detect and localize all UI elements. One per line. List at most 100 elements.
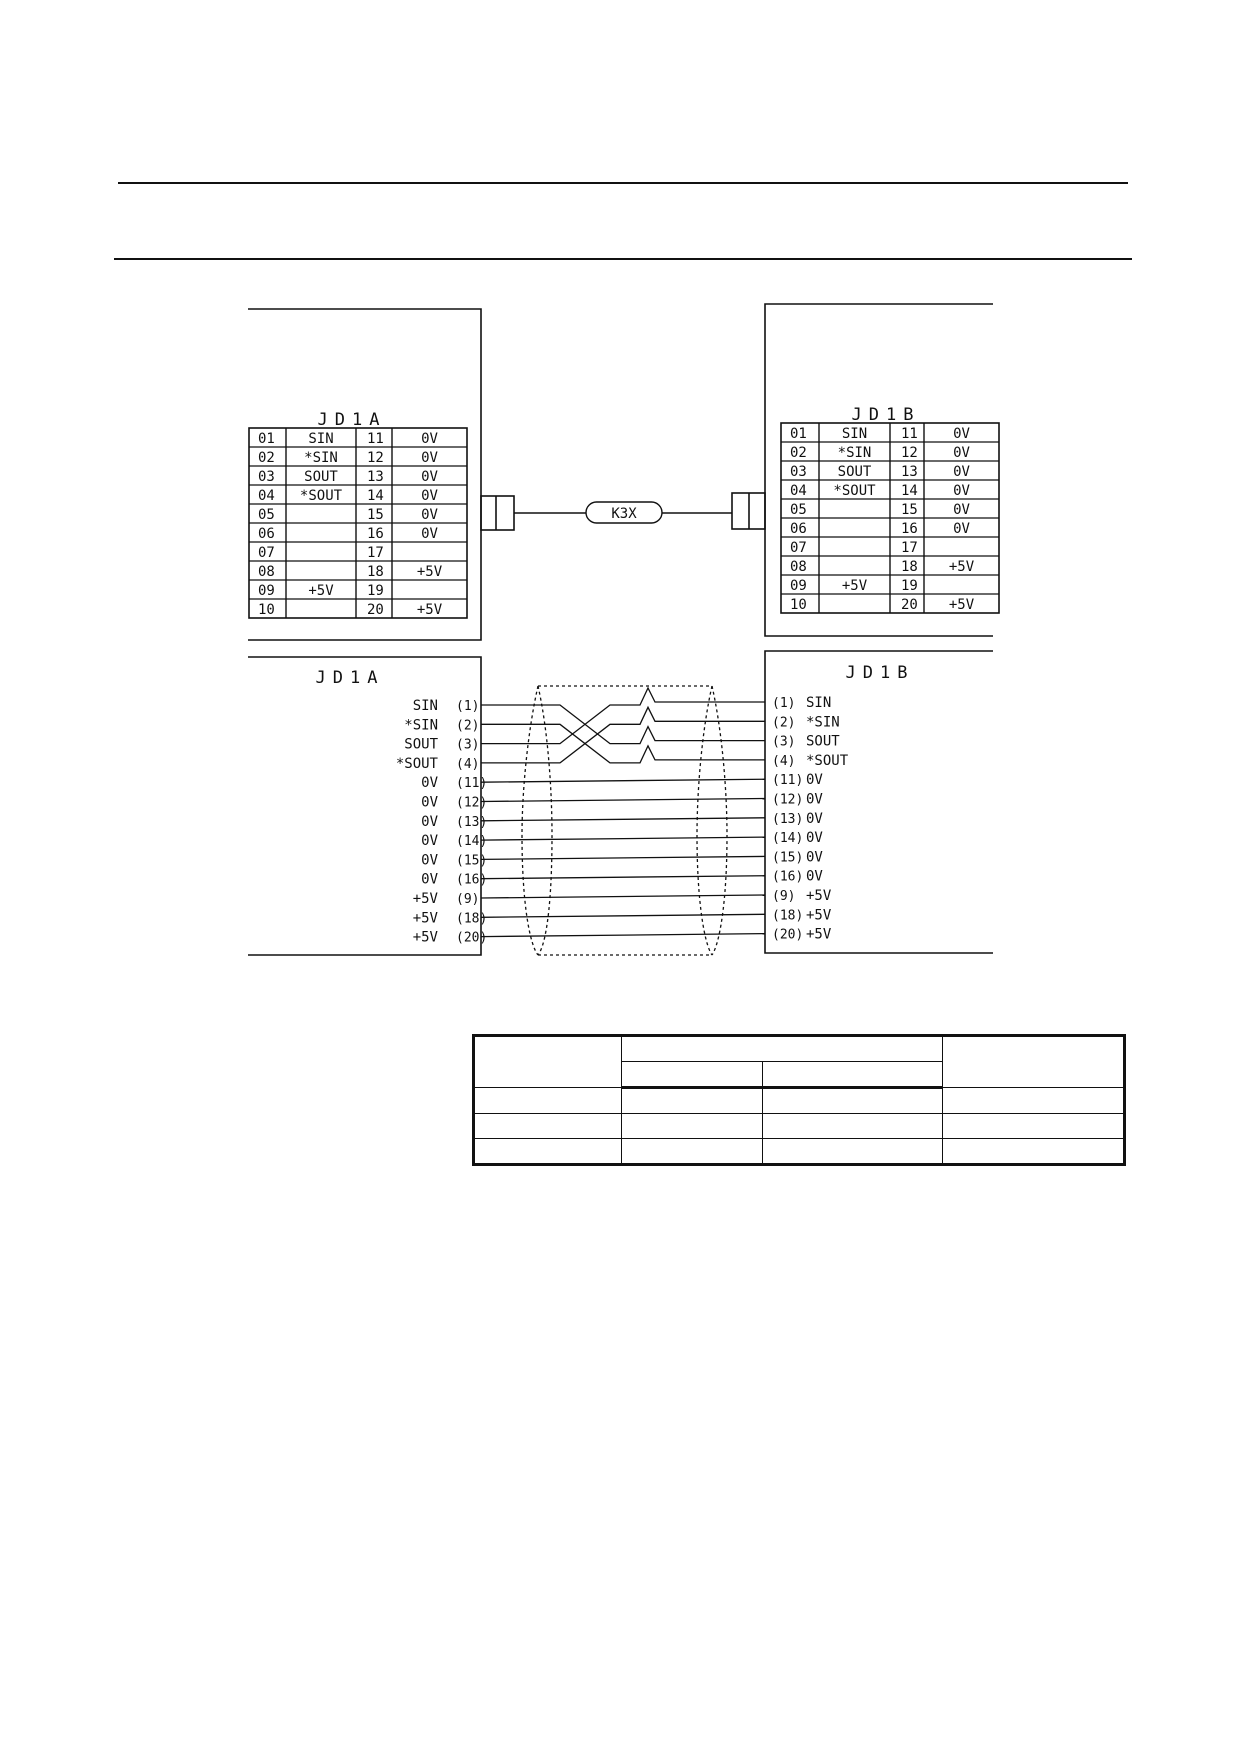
cable-name: K3X — [611, 506, 637, 522]
wire-pin-left: (4) — [456, 757, 479, 772]
wire-signal-left: +5V — [413, 930, 439, 946]
pin-number: 17 — [367, 545, 384, 561]
pin-signal: SOUT — [838, 464, 872, 480]
wire-signal-left: 0V — [421, 814, 438, 830]
connector-label-right: JD1B — [852, 405, 921, 425]
crossed-wire — [481, 686, 765, 745]
wire-signal-right: 0V — [806, 811, 823, 827]
spec-cell — [473, 1113, 622, 1139]
wire-pin-right: (18) — [772, 908, 803, 923]
spec-cell — [942, 1087, 1125, 1114]
wire-signal-left: 0V — [421, 833, 438, 849]
straight-wire — [480, 913, 766, 918]
spec-header-cell — [762, 1061, 943, 1089]
wire-signal-left: SIN — [413, 698, 438, 714]
wire-pin-right: (2) — [772, 715, 795, 730]
spec-row — [473, 1113, 1125, 1139]
pin-signal: 0V — [953, 445, 970, 461]
wire-signal-left: *SIN — [404, 717, 438, 733]
wire-signal-right: 0V — [806, 849, 823, 865]
unit-right-lower — [764, 650, 993, 954]
straight-wire — [480, 894, 766, 899]
unit-left-lower — [248, 656, 482, 956]
pin-signal: 0V — [421, 488, 438, 504]
pin-number: 09 — [258, 583, 275, 599]
unit-right-upper — [764, 303, 993, 637]
wire-pin-left: (11) — [456, 776, 487, 791]
wire-pin-left: (1) — [456, 699, 479, 714]
pin-number: 14 — [367, 488, 384, 504]
wire-signal-left: 0V — [421, 795, 438, 811]
wire-pin-left: (18) — [456, 911, 487, 926]
wiring-lines — [480, 686, 766, 938]
pin-number: 01 — [790, 426, 807, 442]
wire-pin-left: (2) — [456, 718, 479, 733]
pin-number: 14 — [901, 483, 918, 499]
wiring-labels: SIN(1)(1)SIN*SIN(2)(2)*SINSOUT(3)(3)SOUT… — [396, 695, 849, 946]
straight-wire — [480, 797, 766, 803]
plug-left — [480, 495, 515, 531]
pin-signal: 0V — [421, 507, 438, 523]
pin-number: 06 — [258, 526, 275, 542]
spec-cell — [473, 1138, 622, 1165]
wire-signal-right: 0V — [806, 830, 823, 846]
wire-pin-left: (16) — [456, 873, 487, 888]
spec-header-row-2 — [474, 1061, 1125, 1089]
pin-number: 02 — [790, 445, 807, 461]
pin-number: 12 — [367, 450, 384, 466]
wire-pin-left: (20) — [456, 931, 487, 946]
straight-wire — [480, 817, 766, 822]
wire-signal-right: 0V — [806, 792, 823, 808]
wire-pin-left: (15) — [456, 853, 487, 868]
pin-number: 13 — [367, 469, 384, 485]
pin-number: 03 — [790, 464, 807, 480]
header-rule-top — [118, 182, 1128, 184]
pin-signal: *SIN — [304, 450, 338, 466]
spec-header-cell — [621, 1061, 763, 1089]
spec-header-cell — [621, 1035, 943, 1062]
pin-number: 05 — [258, 507, 275, 523]
pin-signal: 0V — [953, 521, 970, 537]
pin-signal: *SIN — [838, 445, 872, 461]
spec-header-cell — [942, 1035, 1125, 1088]
spec-row — [473, 1138, 1125, 1165]
spec-cell — [762, 1138, 943, 1165]
header-rule-bottom — [114, 258, 1132, 260]
spec-cell — [942, 1113, 1125, 1139]
wire-pin-right: (16) — [772, 870, 803, 885]
pin-number: 20 — [901, 597, 918, 613]
pin-number: 04 — [790, 483, 807, 499]
pin-number: 09 — [790, 578, 807, 594]
wire-signal-left: *SOUT — [396, 756, 439, 772]
crossed-wire — [481, 704, 765, 745]
straight-wire — [480, 836, 766, 841]
pin-number: 06 — [790, 521, 807, 537]
spec-cell — [621, 1138, 763, 1165]
pin-signal: 0V — [421, 526, 438, 542]
pin-number: 08 — [258, 564, 275, 580]
wire-pin-right: (13) — [772, 812, 803, 827]
straight-wire — [480, 875, 766, 880]
wire-signal-right: *SIN — [806, 714, 840, 730]
wire-signal-right: SOUT — [806, 734, 840, 750]
pin-number: 18 — [367, 564, 384, 580]
pin-number: 11 — [367, 431, 384, 447]
unit-left-upper — [248, 308, 482, 641]
wire-signal-left: 0V — [421, 852, 438, 868]
crossed-wire — [481, 705, 765, 764]
wire-pin-right: (4) — [772, 754, 795, 769]
connector-label-left: JD1A — [318, 410, 387, 430]
pin-signal: +5V — [417, 602, 443, 618]
wire-pin-right: (11) — [772, 773, 803, 788]
wire-signal-left: 0V — [421, 775, 438, 791]
wiring-label-right: JD1B — [846, 663, 915, 683]
wiring-label-left: JD1A — [316, 668, 385, 688]
pin-signal: +5V — [949, 597, 975, 613]
pin-number: 12 — [901, 445, 918, 461]
pin-number: 02 — [258, 450, 275, 466]
wire-signal-right: SIN — [806, 695, 831, 711]
cable-shield — [521, 685, 728, 956]
wire-pin-right: (3) — [772, 735, 795, 750]
wire-pin-right: (1) — [772, 696, 795, 711]
pin-number: 13 — [901, 464, 918, 480]
